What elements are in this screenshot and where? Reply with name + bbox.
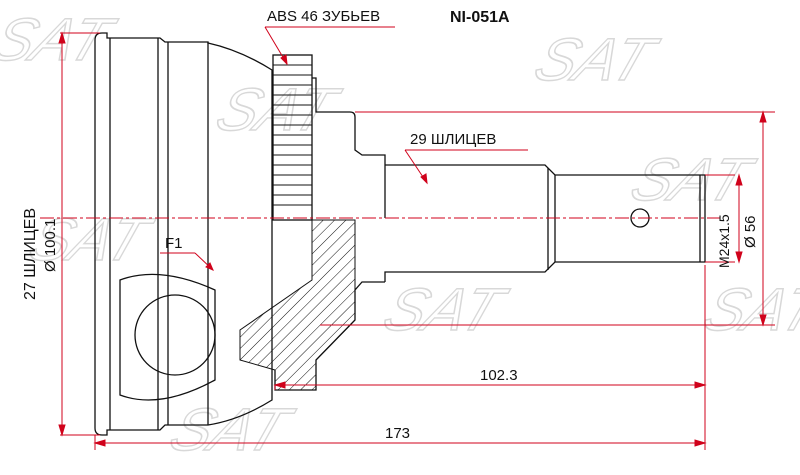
dimension-lines	[40, 26, 775, 450]
thread-label: M24x1.5	[716, 214, 732, 268]
section-hatching	[239, 219, 356, 391]
inner-splines-label: 27 ШЛИЦЕВ	[22, 207, 39, 300]
svg-text:SAT: SAT	[375, 277, 516, 344]
svg-text:SAT: SAT	[526, 27, 667, 94]
abs-label: ABS 46 ЗУБЬЕВ	[267, 8, 381, 25]
svg-text:SAT: SAT	[161, 397, 302, 464]
svg-text:SAT: SAT	[208, 77, 349, 144]
watermark: SAT SAT SAT SAT SAT SAT SAT SAT	[0, 6, 800, 464]
part-number: NI-051A	[450, 9, 510, 26]
hub-diameter-label: Ø 56	[742, 215, 759, 248]
svg-text:SAT: SAT	[695, 277, 800, 344]
shaft-length-label: 102.3	[480, 367, 518, 384]
f1-label: F1	[165, 235, 183, 252]
outer-splines-label: 29 ШЛИЦЕВ	[410, 131, 497, 148]
abs-ring-teeth	[273, 64, 312, 206]
housing-diameter-label: Ø 100.1	[42, 218, 59, 272]
total-length-label: 173	[385, 425, 411, 442]
joint-outline	[94, 32, 706, 436]
svg-text:SAT: SAT	[622, 147, 763, 214]
